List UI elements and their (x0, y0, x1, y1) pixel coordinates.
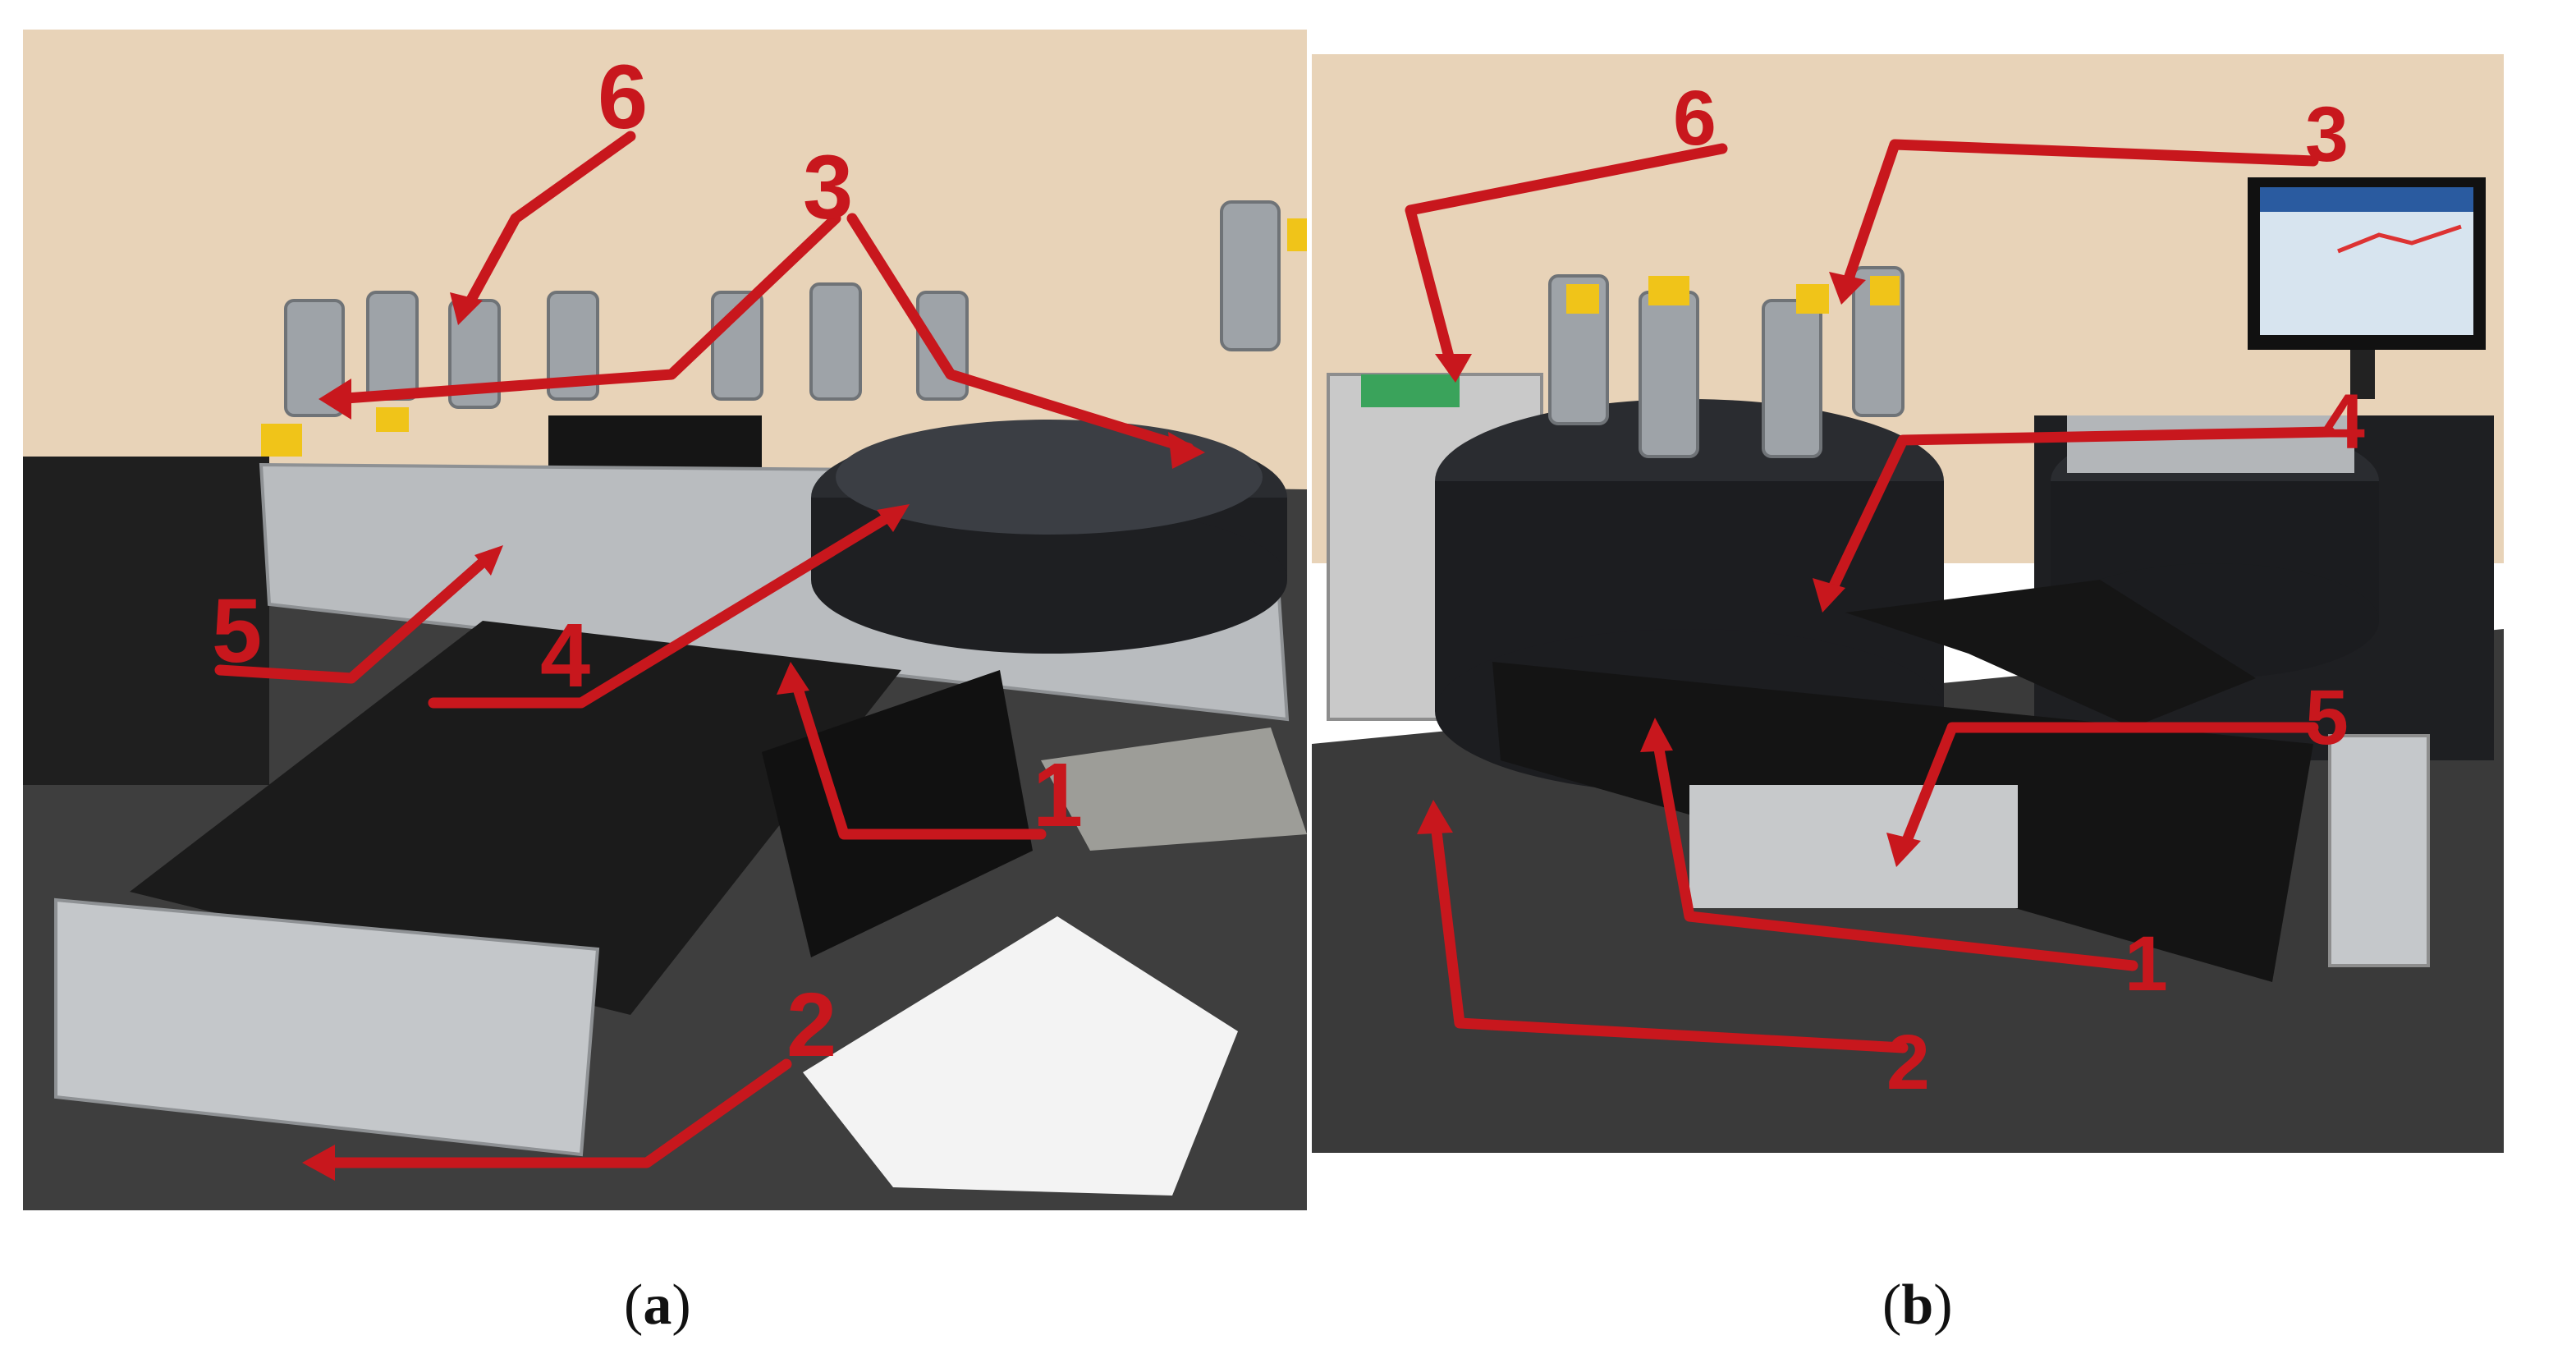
callout-label-1: 1 (1033, 745, 1083, 846)
callout-label-2: 2 (786, 975, 837, 1076)
caption-label: a (643, 1274, 672, 1337)
caption-label: b (1901, 1274, 1934, 1337)
cable-chain (1845, 580, 2256, 727)
monitor-icon (2248, 177, 2486, 399)
metal-plate (1041, 727, 1307, 851)
callout-arrow-6 (1405, 143, 1728, 372)
callout-label-4: 4 (2322, 379, 2365, 466)
callout-arrow-3 (1840, 139, 2319, 294)
caption-close-paren: ) (1933, 1274, 1953, 1337)
callout-label-3: 3 (2305, 91, 2349, 178)
sensor-yellow-labels (261, 218, 1307, 457)
aluminum-block (1689, 785, 2018, 908)
callout-label-5: 5 (2305, 674, 2349, 761)
caption-panel-a: (a) (624, 1277, 691, 1334)
cable-chain (762, 670, 1033, 957)
callout-arrow-4 (428, 508, 899, 709)
tissue-paper (803, 916, 1238, 1196)
caption-open-paren: ( (624, 1274, 644, 1337)
callout-arrow-2 (313, 1058, 792, 1168)
caption-close-paren: ) (672, 1274, 691, 1337)
callout-arrow-5 (214, 549, 497, 684)
stage-end-block (54, 897, 600, 1157)
callout-arrow-3-left (329, 213, 841, 405)
cable-tray-left (23, 457, 269, 785)
caption-open-paren: ( (1882, 1274, 1902, 1337)
photo-panel-a: 6 3 5 4 1 2 (23, 30, 1307, 1210)
callout-label-4: 4 (540, 605, 590, 706)
callout-arrow-2 (1429, 812, 1909, 1053)
callout-arrow-4 (1823, 426, 2335, 602)
sensor-yellow-labels (1566, 276, 1900, 314)
callout-arrow-1 (1651, 730, 2138, 971)
callout-arrow-5 (1897, 722, 2319, 856)
callout-label-2: 2 (1886, 1019, 1930, 1106)
callout-label-6: 6 (598, 47, 648, 148)
photo-a-illustration: 6 3 5 4 1 2 (23, 30, 1307, 1210)
callout-arrow-6 (461, 131, 636, 314)
linear-stage (130, 621, 901, 1015)
callout-label-1: 1 (2125, 920, 2168, 1007)
caption-panel-b: (b) (1882, 1277, 1953, 1334)
photo-b-illustration: 6 3 4 5 1 2 (1312, 54, 2504, 1153)
callout-label-6: 6 (1673, 75, 1717, 162)
callout-arrow-1 (789, 672, 1047, 840)
photo-panel-b: 6 3 4 5 1 2 (1312, 54, 2504, 1153)
sensor-heads (284, 200, 1281, 417)
callout-label-3: 3 (803, 137, 853, 238)
stage-end-block (2328, 734, 2430, 967)
callout-label-5: 5 (212, 581, 262, 682)
callout-arrow-3-right (846, 213, 1194, 454)
